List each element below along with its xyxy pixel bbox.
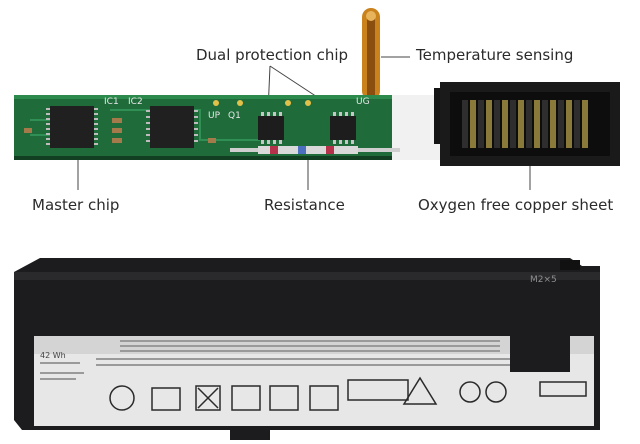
silk-ug: UG [356,97,370,107]
secondary-ic [146,106,198,148]
dual-protection-chip [258,112,356,144]
callout-temperature-sensing: Temperature sensing [416,46,574,64]
callout-dual-protection-chip: Dual protection chip [196,46,349,64]
master-chip [46,106,98,148]
temperature-sensor-flex-cable [362,8,380,100]
silk-ic2: IC2 [128,97,143,107]
silk-ic1: IC1 [104,97,119,107]
battery-capacity: 42 Wh [40,351,66,360]
callout-master-chip: Master chip [32,196,120,214]
pcb-passive-components [24,118,216,143]
callout-oxygen-free-copper-sheet: Oxygen free copper sheet [418,196,614,214]
silk-q1: Q1 [228,111,241,121]
battery-screw-mark: M2×5 [530,275,557,285]
callout-resistance: Resistance [264,196,345,214]
oxygen-free-copper-connector [434,82,620,166]
battery-pack [14,258,600,440]
silk-up: UP [208,111,221,121]
pcb-vias [213,100,311,106]
resistance [258,146,358,154]
